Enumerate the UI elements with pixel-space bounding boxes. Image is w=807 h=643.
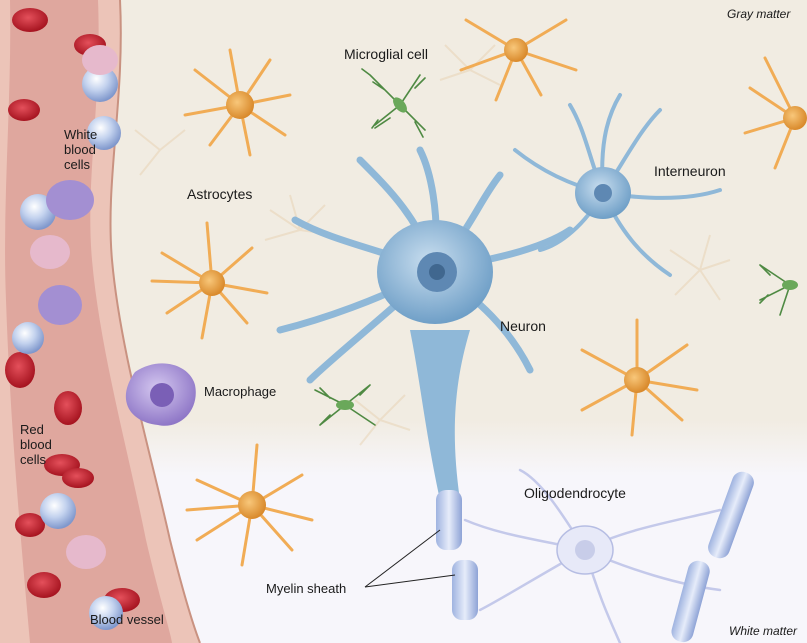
neuron-label: Neuron [500, 318, 546, 334]
red-blood-cells-label: Red blood cells [20, 423, 52, 468]
oligodendrocyte-label: Oligodendrocyte [524, 485, 626, 501]
white-matter-label: White matter [729, 625, 797, 639]
interneuron-label: Interneuron [654, 163, 726, 179]
astrocytes-label: Astrocytes [187, 186, 252, 202]
blood-vessel-label: Blood vessel [90, 613, 164, 628]
microglial-cell-label: Microglial cell [344, 46, 428, 62]
macrophage [126, 363, 196, 425]
gray-matter-label: Gray matter [727, 8, 790, 22]
macrophage-label: Macrophage [204, 385, 276, 400]
white-blood-cells-label: White blood cells [64, 128, 97, 173]
myelin-sheath-label: Myelin sheath [266, 582, 346, 597]
